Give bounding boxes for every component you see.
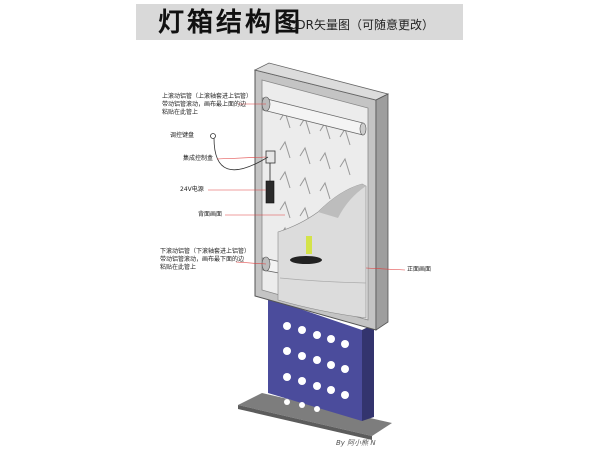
back-picture-label: 背面画面 bbox=[198, 211, 223, 218]
keypad bbox=[210, 133, 216, 139]
cabinet-side bbox=[375, 93, 389, 331]
floor-plate bbox=[238, 393, 392, 436]
keypad-label: 调控键盘 bbox=[170, 132, 195, 139]
bottom-roller-callout: 下滚动铝管（下滚轴套进上铝管） 带动铝管滚动，画布最下面的边 粘贴在此管上 bbox=[160, 248, 251, 271]
power-label: 24V电源 bbox=[180, 186, 204, 193]
page-subtitle: CDR矢量图（可随意更改） bbox=[288, 18, 434, 32]
leader-lines bbox=[208, 103, 406, 271]
header-band bbox=[136, 4, 463, 40]
power-supply bbox=[265, 180, 275, 204]
watermark: By 阿小熊 N bbox=[336, 439, 376, 447]
base-holes bbox=[283, 322, 349, 412]
top-roller-callout: 上滚动铝管（上滚轴套进上铝管） 带动铝管滚动，画布最上面的边 粘贴在此管上 bbox=[162, 93, 253, 116]
front-picture-label: 正面画面 bbox=[407, 266, 432, 273]
control-box-label: 集成控制盒 bbox=[183, 155, 214, 162]
page-title: 灯箱结构图 bbox=[158, 8, 304, 38]
